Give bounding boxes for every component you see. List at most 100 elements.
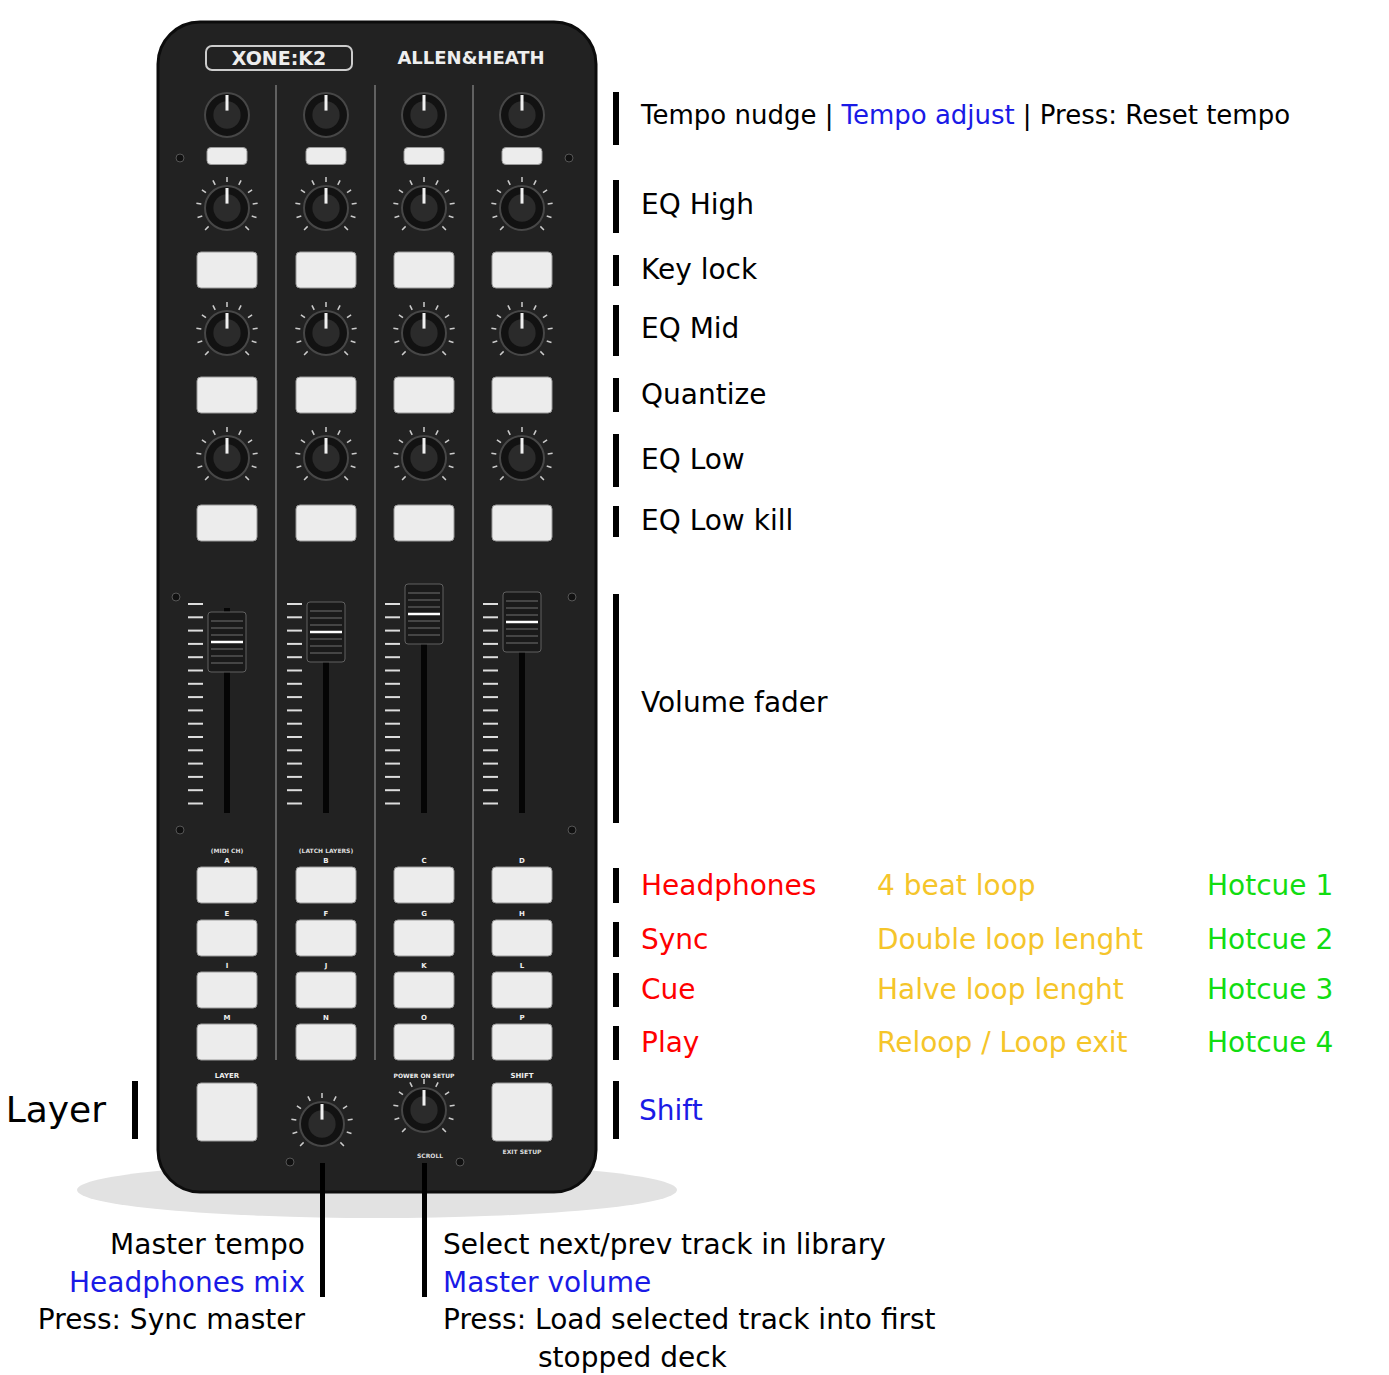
knob-tick <box>445 440 449 443</box>
knob-tick <box>491 452 496 454</box>
leader-bar <box>613 868 619 903</box>
knob-tick <box>352 327 357 329</box>
knob-tick <box>442 1128 446 1132</box>
knob <box>304 436 348 480</box>
knob-tick <box>239 180 241 184</box>
knob-tick <box>347 440 351 443</box>
fader-scale <box>287 776 302 778</box>
pad-button <box>296 377 356 413</box>
fader-grip <box>408 592 440 594</box>
fader-scale <box>385 603 400 605</box>
knob-tick <box>338 430 340 434</box>
knob-tick <box>205 476 209 480</box>
knob-tick <box>248 190 252 193</box>
knob-tick <box>297 1106 301 1109</box>
knob-tick <box>493 341 498 343</box>
knob-tick <box>543 440 547 443</box>
knob-tick <box>393 452 398 454</box>
fader-scale <box>483 736 498 738</box>
pad-button <box>197 1024 257 1060</box>
knob-tick <box>436 305 438 309</box>
channel-divider <box>275 85 277 1060</box>
knob-tick <box>321 1093 323 1098</box>
knob-tick <box>213 305 215 309</box>
fader-scale <box>287 656 302 658</box>
fader-scale <box>385 683 400 685</box>
knob-tick <box>308 1096 310 1100</box>
fader-scale <box>385 723 400 725</box>
knob-tick <box>548 452 553 454</box>
knob-tick <box>547 466 552 468</box>
button-letter: B <box>323 857 328 865</box>
knob-tick <box>226 427 228 432</box>
fader-scale <box>287 696 302 698</box>
screw <box>286 1158 294 1166</box>
layer-yellow-label: Reloop / Loop exit <box>877 1026 1128 1060</box>
knob-tick <box>508 430 510 434</box>
shift-function-label: Tempo adjust <box>841 100 1014 131</box>
button-letter: G <box>421 910 427 918</box>
pad-button <box>197 920 257 956</box>
knob-tick <box>547 341 552 343</box>
button-letter: N <box>323 1014 329 1022</box>
fader-cap <box>405 584 443 644</box>
knob-tick <box>226 177 228 182</box>
knob-tick <box>449 466 454 468</box>
fader-scale <box>385 643 400 645</box>
fader-scale <box>385 709 400 711</box>
knob-tick <box>293 1132 298 1134</box>
knob-tick <box>543 315 547 318</box>
knob-tick <box>338 180 340 184</box>
knob-tick <box>521 177 523 182</box>
knob-pointer <box>325 438 328 454</box>
pad-button <box>492 867 552 903</box>
fader-grip <box>211 662 243 664</box>
fader-grip <box>408 620 440 622</box>
control-label: Quantize <box>641 378 766 412</box>
fader-scale <box>287 803 302 805</box>
knob-tick <box>248 315 252 318</box>
knob-tick <box>450 452 455 454</box>
shift-function-label: Headphones mix <box>69 1266 305 1300</box>
knob-tick <box>508 305 510 309</box>
panel-print: POWER ON SETUP <box>394 1072 455 1079</box>
fader-cap <box>307 602 345 662</box>
fader-scale <box>483 709 498 711</box>
layer-green-label: Hotcue 4 <box>1207 1026 1333 1060</box>
knob-tick <box>497 440 501 443</box>
knob-pointer <box>325 188 328 204</box>
brand-logo: XONE:K2 <box>232 47 327 70</box>
leader-bar <box>613 180 619 233</box>
fader-scale <box>483 723 498 725</box>
leader-bar <box>320 1163 325 1297</box>
knob-tick <box>338 305 340 309</box>
knob-tick <box>312 305 314 309</box>
knob-tick <box>534 180 536 184</box>
fader-scale <box>287 723 302 725</box>
fader-scale <box>385 803 400 805</box>
knob-tick <box>534 430 536 434</box>
button-letter: C <box>421 857 426 865</box>
knob-tick <box>202 440 206 443</box>
knob-tick <box>351 216 356 218</box>
knob-tick <box>395 1118 400 1120</box>
pad-button <box>492 377 552 413</box>
fader-scale <box>188 776 203 778</box>
control-label: Press: Load selected track into first st… <box>443 1301 983 1375</box>
knob <box>304 311 348 355</box>
fader-scale <box>385 749 400 751</box>
knob-tick <box>540 351 544 355</box>
layer-red-label: Headphones <box>641 869 816 903</box>
pad-button <box>197 1083 257 1141</box>
knob-tick <box>196 202 201 204</box>
knob-tick <box>300 1142 304 1146</box>
knob <box>304 93 348 137</box>
knob <box>205 311 249 355</box>
fader-grip <box>310 610 342 612</box>
pad-button <box>296 252 356 288</box>
fader-grip <box>211 620 243 622</box>
knob <box>205 436 249 480</box>
knob-tick <box>399 190 403 193</box>
fader-scale <box>483 763 498 765</box>
fader-grip <box>506 628 538 630</box>
